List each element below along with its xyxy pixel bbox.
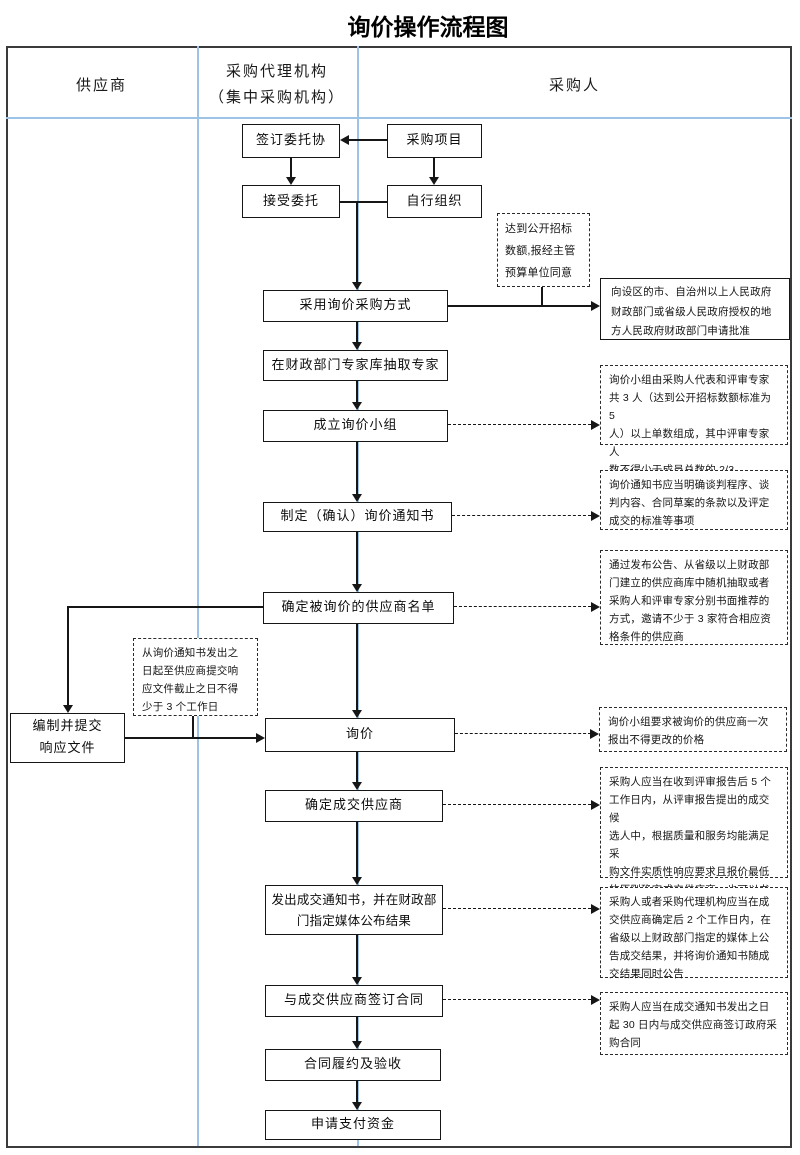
arrowhead-notice-to-list [352, 584, 362, 592]
note-notice-content: 询价通知书应当明确谈判程序、谈 判内容、合同草案的条款以及评定 成交的标准等事项 [600, 470, 788, 530]
node-confirm-suppliers: 确定被询价的供应商名单 [263, 592, 454, 624]
arrowhead-confirm-note [591, 800, 600, 810]
arrowhead-inquiry-note [590, 729, 599, 739]
node-inquiry: 询价 [265, 718, 455, 752]
header-separator-line [6, 117, 792, 119]
dashed-line-issue-note [443, 908, 591, 909]
arrow-line-notice-to-list [356, 532, 358, 584]
connector-list-to-left [68, 606, 263, 608]
arrowhead-prepare-to-inquiry [256, 733, 265, 743]
node-draw-experts: 在财政部门专家库抽取专家 [263, 350, 448, 381]
arrow-line-experts-to-group [356, 381, 358, 402]
arrow-line-contract-to-acceptance [356, 1017, 358, 1041]
connector-days-drop [192, 716, 194, 739]
dashed-line-group-note [448, 424, 591, 425]
page-title: 询价操作流程图 [347, 15, 509, 41]
node-form-group: 成立询价小组 [263, 410, 448, 442]
note-sign-contract-rule: 采购人应当在成交通知书发出之日 起 30 日内与成交供应商签订政府采 购合同 [600, 992, 788, 1055]
node-procurement-project: 采购项目 [387, 124, 482, 158]
node-self-organize: 自行组织 [387, 185, 482, 218]
dashed-line-inquiry-note [455, 733, 591, 734]
connector-accept-self [340, 201, 387, 203]
diagram-frame [6, 46, 792, 1148]
arrow-line-prepare-to-inquiry [125, 737, 257, 739]
note-determine-supplier-rule: 采购人应当在收到评审报告后 5 个 工作日内，从评审报告提出的成交候 选人中，根… [600, 767, 788, 932]
arrowhead-project-to-sign [340, 135, 349, 145]
note-apply-approval: 向设区的市、自治州以上人民政府 财政部门或省级人民政府授权的地 方人民政府财政部… [600, 278, 790, 340]
arrowhead-list-to-inquiry [352, 710, 362, 718]
arrowhead-contract-note [591, 995, 600, 1005]
arrowhead-to-prepare [63, 705, 73, 713]
arrowhead-issue-to-contract [352, 977, 362, 985]
arrowhead-to-adopt [352, 282, 362, 290]
node-sign-agreement: 签订委托协 [242, 124, 340, 158]
arrowhead-adopt-to-approval [591, 301, 600, 311]
arrow-line-project-to-sign [348, 139, 387, 141]
node-contract-acceptance: 合同履约及验收 [265, 1049, 441, 1081]
arrowhead-project-to-self [429, 177, 439, 185]
arrow-line-to-adopt [356, 201, 358, 282]
arrow-line-confirm-to-issue [356, 822, 358, 877]
note-group-composition: 询价小组由采购人代表和评审专家 共 3 人（达到公开招标数额标准为 5 人）以上… [600, 365, 788, 476]
arrow-line-group-to-notice [356, 442, 358, 494]
node-confirm-deal-supplier: 确定成交供应商 [265, 790, 443, 822]
note-one-time-quote: 询价小组要求被询价的供应商一次 报出不得更改的价格 [599, 707, 787, 752]
arrow-line-project-to-self [433, 157, 435, 177]
arrow-line-acceptance-to-payment [356, 1081, 358, 1102]
note-announce-result-rule: 采购人或者采购代理机构应当在成 交供应商确定后 2 个工作日内，在 省级以上财政… [600, 887, 788, 980]
arrow-line-inquiry-to-confirm [356, 752, 358, 782]
arrow-line-issue-to-contract [356, 935, 358, 977]
node-apply-payment: 申请支付资金 [265, 1110, 441, 1140]
arrowhead-experts-to-group [352, 402, 362, 410]
column-header-supplier: 供应商 [75, 76, 127, 94]
node-accept-entrust: 接受委托 [242, 185, 340, 218]
dashed-line-confirm-note [443, 804, 591, 805]
dashed-line-notice-note [452, 515, 591, 516]
dashed-line-list-note [454, 606, 591, 607]
arrow-line-to-prepare [67, 606, 69, 705]
arrow-line-sign-to-accept [290, 157, 292, 177]
node-make-notice: 制定（确认）询价通知书 [263, 502, 452, 532]
note-min-working-days: 从询价通知书发出之 日起至供应商提交响 应文件截止之日不得 少于 3 个工作日 [133, 638, 258, 716]
connector-threshold-drop [541, 287, 543, 307]
arrowhead-sign-to-accept [286, 177, 296, 185]
arrow-line-adopt-to-experts [356, 322, 358, 342]
node-prepare-response: 编制并提交 响应文件 [10, 713, 125, 763]
arrowhead-group-to-notice [352, 494, 362, 502]
column-header-purchaser: 采购人 [548, 76, 600, 94]
node-issue-notice: 发出成交通知书，并在财政部 门指定媒体公布结果 [265, 885, 443, 935]
arrowhead-inquiry-to-confirm [352, 782, 362, 790]
arrow-line-adopt-to-approval [448, 305, 592, 307]
arrowhead-notice-note [591, 511, 600, 521]
node-sign-contract: 与成交供应商签订合同 [265, 985, 443, 1017]
arrowhead-acceptance-to-payment [352, 1102, 362, 1110]
note-public-bid-threshold: 达到公开招标 数额,报经主管 预算单位同意 [497, 213, 590, 287]
arrowhead-list-note [591, 602, 600, 612]
dashed-line-contract-note [443, 999, 591, 1000]
note-supplier-selection: 通过发布公告、从省级以上财政部 门建立的供应商库中随机抽取或者 采购人和评审专家… [600, 550, 788, 645]
column-divider-1 [197, 46, 199, 1146]
node-adopt-inquiry: 采用询价采购方式 [263, 290, 448, 322]
column-header-agency: 采购代理机构 （集中采购机构） [208, 62, 345, 106]
arrowhead-group-note [591, 420, 600, 430]
arrowhead-contract-to-acceptance [352, 1041, 362, 1049]
arrowhead-adopt-to-experts [352, 342, 362, 350]
arrowhead-confirm-to-issue [352, 877, 362, 885]
arrowhead-issue-note [591, 904, 600, 914]
arrow-line-list-to-inquiry [356, 624, 358, 710]
